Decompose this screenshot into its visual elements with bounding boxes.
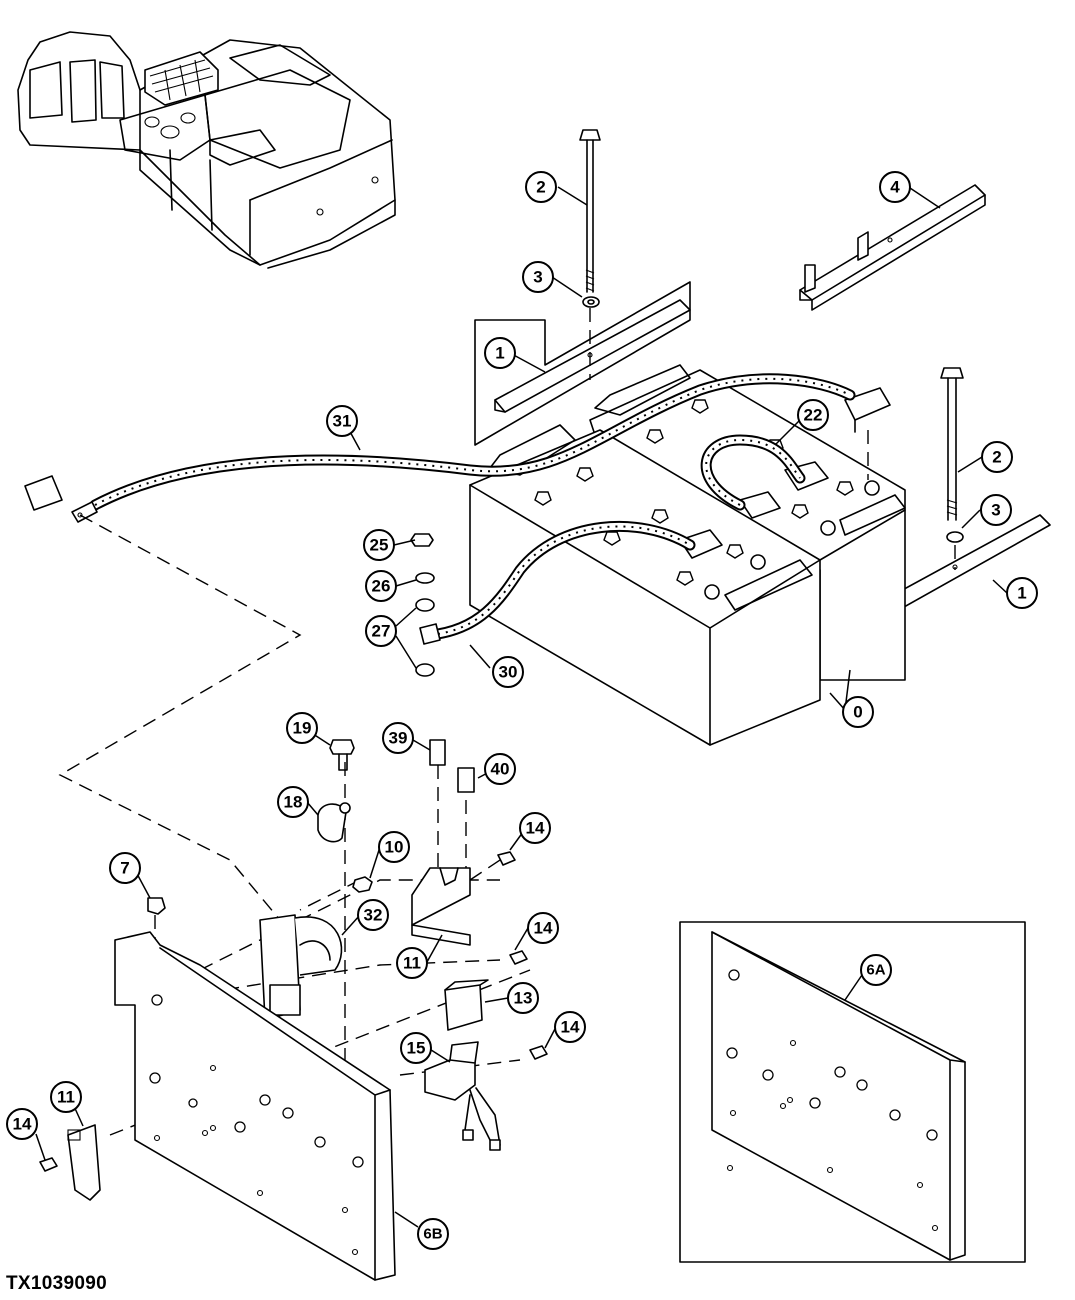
battery-caps (534, 387, 891, 600)
excavator-location-view (17, 31, 396, 269)
battery-hold-down-hardware (474, 129, 1051, 626)
callout-2-left: 2 (525, 171, 557, 203)
svg-text:3: 3 (991, 501, 1000, 520)
callout-30: 30 (492, 656, 524, 688)
callout-2-right: 2 (981, 441, 1013, 473)
callout-13: 13 (507, 982, 539, 1014)
svg-text:19: 19 (293, 719, 312, 738)
callout-4: 4 (879, 171, 911, 203)
terminal-hardware (410, 533, 435, 677)
svg-text:6B: 6B (423, 1226, 442, 1243)
callout-27: 27 (365, 615, 397, 647)
panel-6b (114, 931, 396, 1281)
callout-25: 25 (363, 529, 395, 561)
svg-text:7: 7 (120, 859, 129, 878)
callout-7: 7 (109, 852, 141, 884)
svg-text:2: 2 (992, 448, 1001, 467)
svg-text:18: 18 (284, 793, 303, 812)
svg-text:4: 4 (890, 178, 900, 197)
svg-text:11: 11 (57, 1088, 75, 1107)
callout-32: 32 (357, 899, 389, 931)
callout-11-bracket: 11 (396, 947, 428, 979)
callout-19: 19 (286, 712, 318, 744)
svg-text:14: 14 (526, 819, 545, 838)
callout-40: 40 (484, 753, 516, 785)
svg-text:0: 0 (853, 703, 862, 722)
svg-text:6A: 6A (866, 962, 885, 979)
callout-15: 15 (400, 1032, 432, 1064)
svg-text:14: 14 (13, 1115, 32, 1134)
svg-text:13: 13 (514, 989, 533, 1008)
svg-text:22: 22 (804, 406, 823, 425)
svg-text:15: 15 (407, 1039, 426, 1058)
callout-14-top: 14 (519, 812, 551, 844)
svg-text:30: 30 (499, 663, 518, 682)
callout-18: 18 (277, 786, 309, 818)
callout-22: 22 (797, 399, 829, 431)
battery-pair (469, 364, 906, 746)
battery-cables (24, 373, 856, 645)
figure-id-label: TX1039090 (6, 1273, 107, 1294)
svg-text:40: 40 (491, 760, 510, 779)
callout-11-clip: 11 (50, 1081, 82, 1113)
callout-0: 0 (842, 696, 874, 728)
callout-14-left: 14 (6, 1108, 38, 1140)
panel-6a-inset (679, 921, 1026, 1263)
battery-location-highlight (144, 51, 219, 106)
svg-text:14: 14 (534, 919, 553, 938)
svg-text:26: 26 (372, 577, 391, 596)
callout-14-lower: 14 (554, 1011, 586, 1043)
svg-text:14: 14 (561, 1018, 580, 1037)
callout-3-right: 3 (980, 494, 1012, 526)
callout-39: 39 (382, 722, 414, 754)
svg-text:39: 39 (389, 729, 408, 748)
svg-text:1: 1 (1017, 584, 1026, 603)
svg-text:25: 25 (370, 536, 389, 555)
callout-6a: 6A (860, 954, 892, 986)
callout-31: 31 (326, 405, 358, 437)
svg-text:10: 10 (385, 838, 404, 857)
svg-text:27: 27 (372, 622, 391, 641)
svg-text:32: 32 (364, 906, 383, 925)
callout-26: 26 (365, 570, 397, 602)
callout-6b: 6B (417, 1218, 449, 1250)
svg-text:3: 3 (533, 268, 542, 287)
hold-down-bracket-4 (799, 184, 986, 311)
svg-text:11: 11 (403, 954, 421, 973)
svg-text:1: 1 (495, 344, 504, 363)
callout-1-front: 1 (1006, 577, 1038, 609)
callout-14-middle: 14 (527, 912, 559, 944)
callout-3-left: 3 (522, 261, 554, 293)
svg-text:2: 2 (536, 178, 545, 197)
electrical-components (39, 739, 548, 1201)
callout-10: 10 (378, 831, 410, 863)
callout-1-rear: 1 (484, 337, 516, 369)
svg-text:31: 31 (333, 412, 352, 431)
